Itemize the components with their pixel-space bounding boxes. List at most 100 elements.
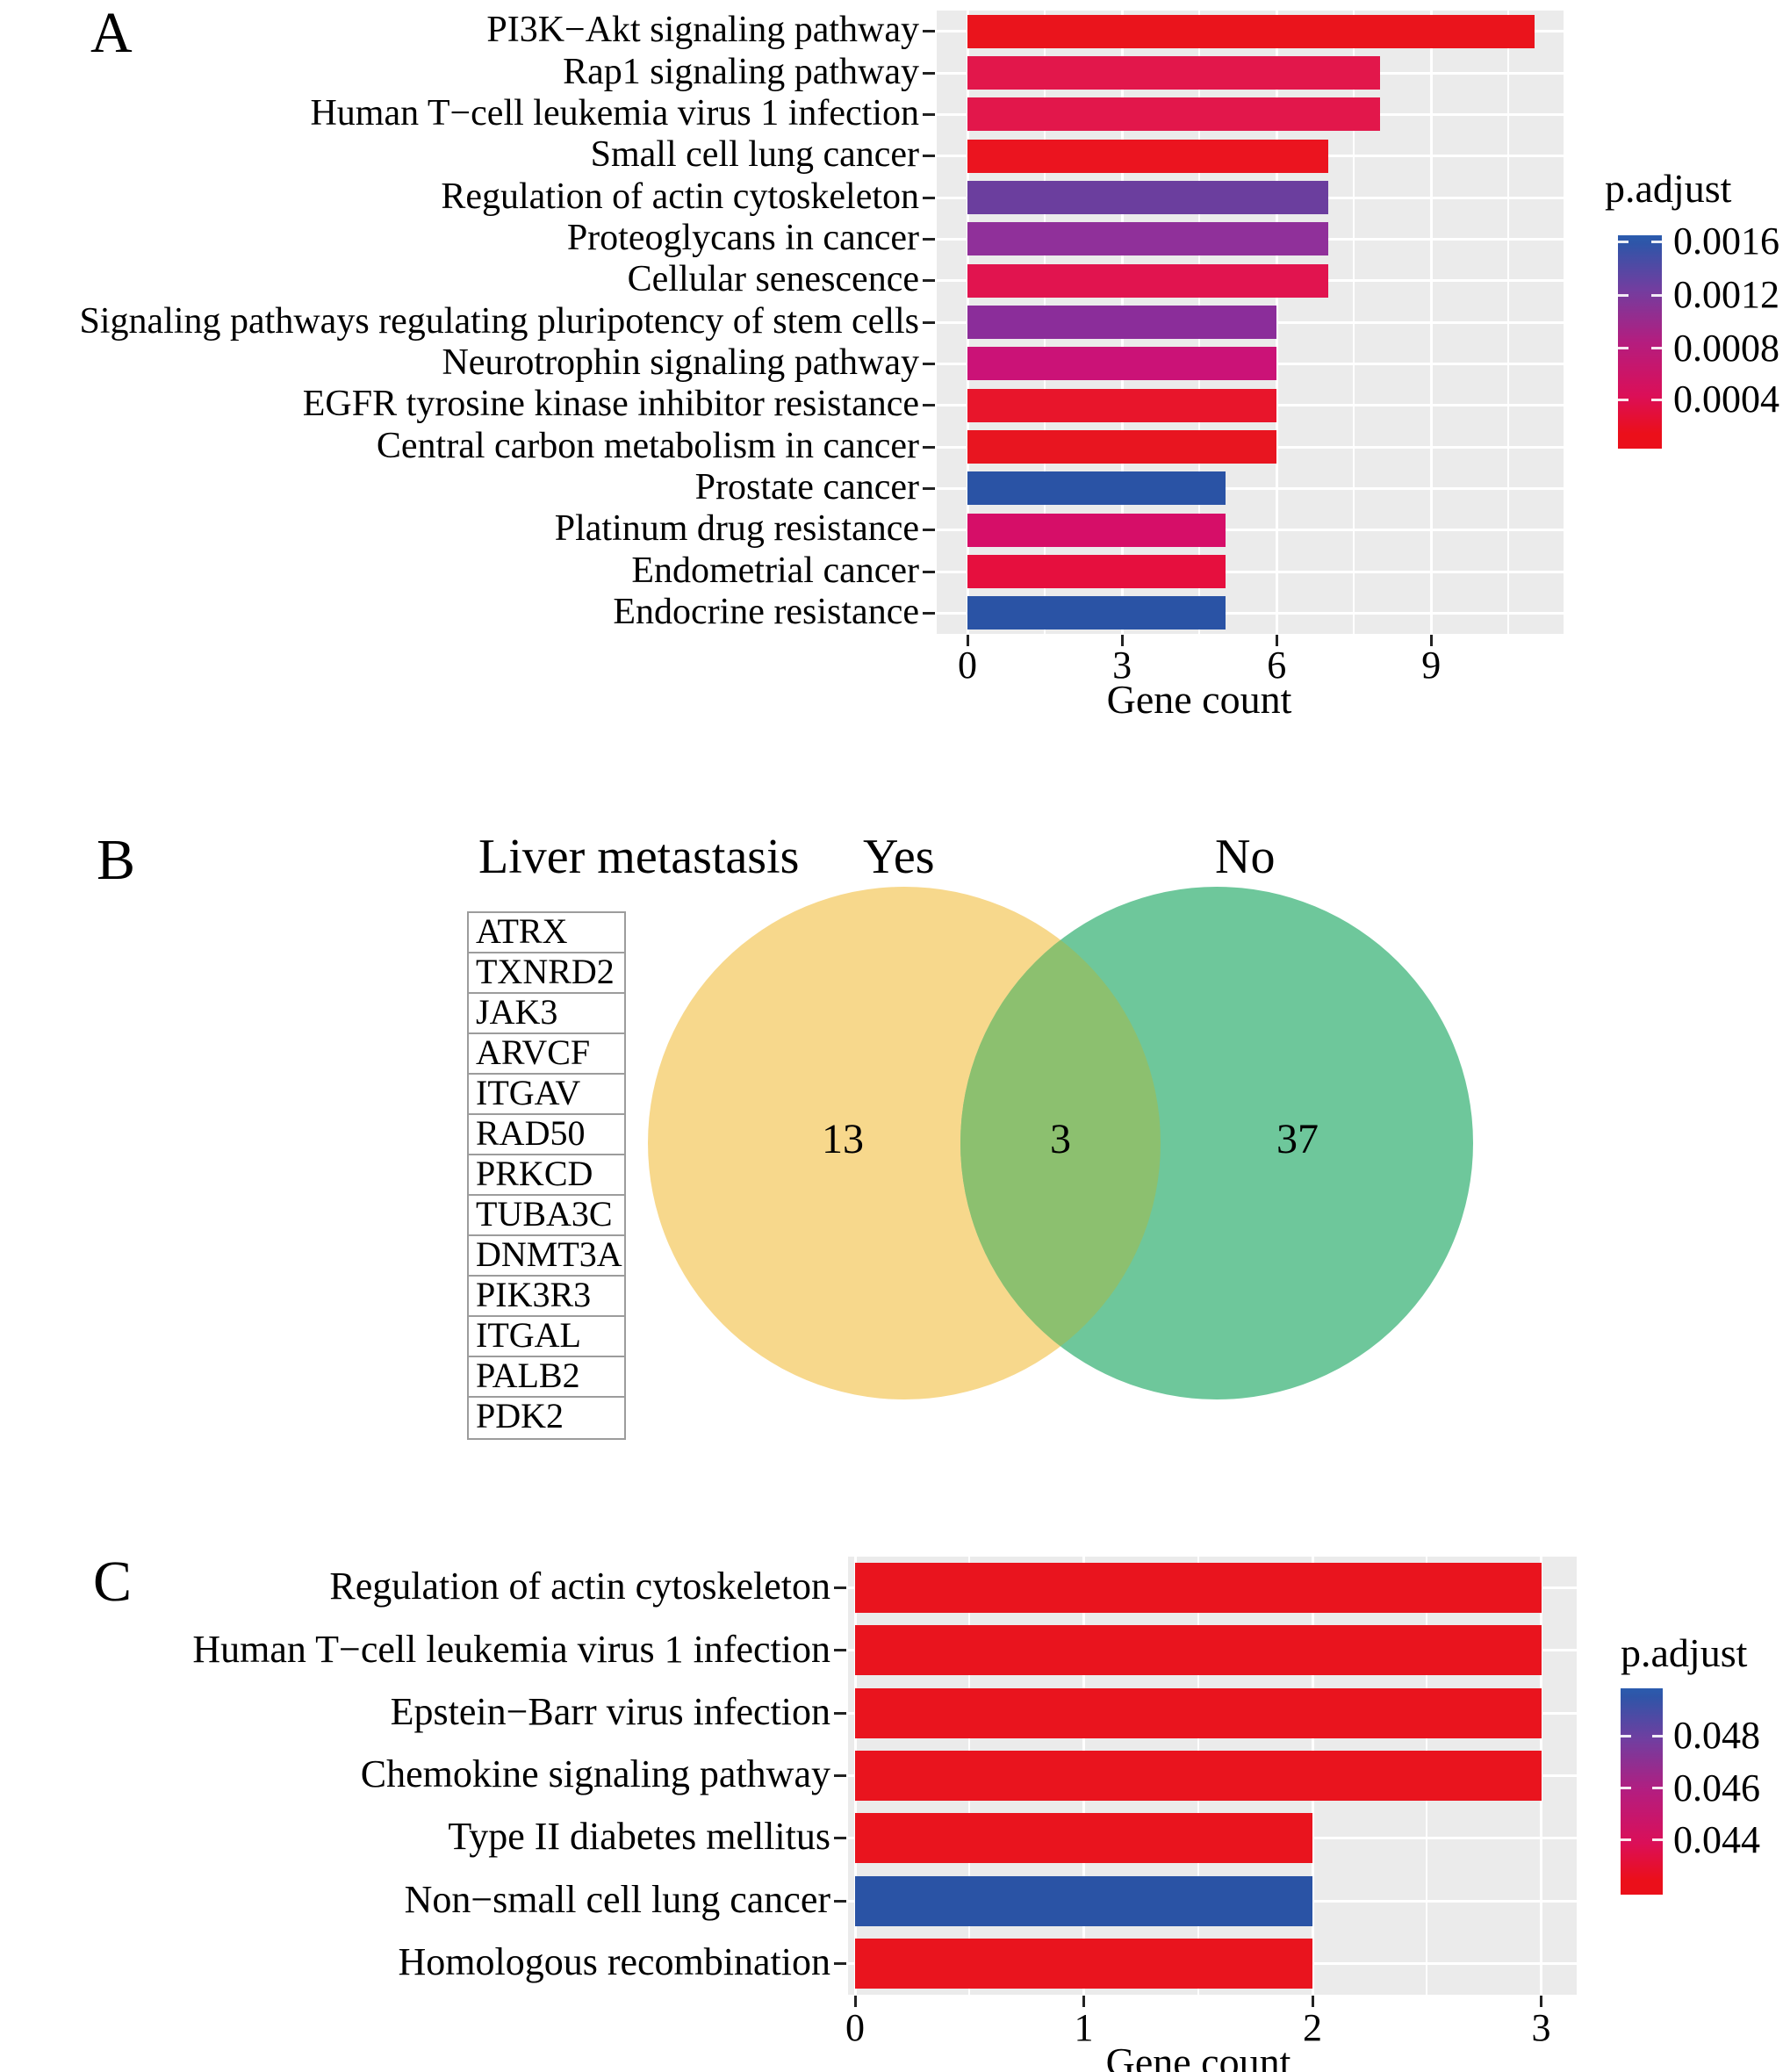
panel-a-x-axis-tick [966,635,969,646]
panel-a-legend-tick [1618,240,1628,243]
panel-c-y-axis-tick [834,1774,846,1777]
panel-a-category-label: Signaling pathways regulating pluripoten… [79,300,919,342]
gridline-major [937,570,1564,573]
panel-a-bar-5 [967,222,1328,256]
panel-a-category-label: Rap1 signaling pathway [563,51,919,92]
panel-c-y-axis-tick [834,1711,846,1715]
panel-a-x-tick-label: 0 [958,644,977,687]
panel-a-bar-4 [967,181,1328,214]
gene-list-item: ITGAV [469,1075,624,1115]
panel-a-y-axis-tick [923,196,935,199]
panel-a-y-axis-tick [923,404,935,407]
panel-a-legend-title: p.adjust [1605,166,1732,211]
panel-c-x-tick-label: 1 [1074,2006,1094,2049]
gene-list-item: ARVCF [469,1034,624,1075]
panel-a-legend-tick [1651,347,1662,350]
panel-c-legend-tick [1621,1734,1631,1737]
panel-a-x-tick-label: 3 [1112,644,1132,687]
panel-a-category-label: PI3K−Akt signaling pathway [486,10,919,51]
panel-b-letter: B [97,828,136,892]
gridline-major [937,486,1564,490]
panel-c-x-tick-label: 0 [845,2006,865,2049]
panel-a-legend-tick [1651,240,1662,243]
panel-c-y-axis-tick [834,1961,846,1965]
panel-a-category-label: Proteoglycans in cancer [566,218,919,259]
panel-a-bar-7 [967,306,1277,339]
venn-right-count: 37 [1276,1116,1319,1162]
panel-a-category-label: Small cell lung cancer [590,134,919,176]
gene-list-item: TXNRD2 [469,953,624,994]
panel-a-legend-tick [1618,347,1628,350]
panel-c-bar-6 [855,1938,1312,1989]
panel-c-bar-5 [855,1875,1312,1926]
venn-overlap-count: 3 [1050,1116,1071,1162]
gene-list-item: ATRX [469,913,624,953]
panel-a-y-axis-tick [923,486,935,490]
panel-a-x-axis-tick [1120,635,1124,646]
panel-a-category-label: Human T−cell leukemia virus 1 infection [310,93,919,134]
venn-overlap-region [960,887,1161,1399]
panel-a-bar-2 [967,97,1380,132]
panel-a-legend-tick-label: 0.0016 [1673,219,1779,263]
panel-a-category-label: Cellular senescence [627,259,919,300]
panel-a-category-label: Neurotrophin signaling pathway [442,342,919,384]
panel-a-y-axis-tick [923,320,935,324]
gene-list-item: PALB2 [469,1357,624,1398]
panel-c-x-axis-tick [1540,1996,1542,2007]
panel-a-x-axis-tick [1429,635,1433,646]
panel-a-legend-tick [1651,293,1662,297]
panel-a-bar-8 [967,347,1277,381]
panel-a-y-axis-tick [923,611,935,615]
panel-a-category-label: Endocrine resistance [613,592,919,633]
gridline-major [937,611,1564,615]
gene-list-item: TUBA3C [469,1196,624,1236]
panel-c-x-axis-tick [1082,1996,1085,2007]
panel-a-y-axis-tick [923,237,935,241]
panel-c-category-label: Human T−cell leukemia virus 1 infection [192,1627,830,1671]
panel-c-category-label: Non−small cell lung cancer [404,1877,830,1921]
panel-c-legend-tick [1621,1838,1631,1842]
panel-a-legend-tick-label: 0.0004 [1673,378,1779,421]
panel-c-y-axis-tick [834,1586,846,1590]
panel-c-letter: C [93,1550,133,1614]
panel-c-bar-1 [855,1625,1542,1676]
panel-c-x-tick-label: 2 [1303,2006,1322,2049]
gene-list-item: RAD50 [469,1115,624,1155]
panel-a-legend-gradient [1618,235,1662,449]
gridline-major [937,529,1564,532]
panel-c-x-tick-label: 3 [1531,2006,1551,2049]
panel-a-legend-tick [1618,293,1628,297]
gene-list-item: PRKCD [469,1155,624,1196]
panel-a-x-axis-tick [1275,635,1278,646]
panel-a-y-axis-tick [923,570,935,573]
panel-c-bar-3 [855,1751,1542,1801]
panel-c-y-axis-tick [834,1899,846,1903]
panel-a-y-axis-tick [923,155,935,158]
panel-c-legend-tick-label: 0.046 [1673,1766,1760,1809]
panel-a-xaxis-title: Gene count [1106,677,1292,722]
panel-c-legend-tick [1652,1787,1663,1790]
panel-c-legend-tick-label: 0.044 [1673,1817,1760,1861]
panel-a-y-axis-tick [923,71,935,75]
panel-c-legend-tick-label: 0.048 [1673,1714,1760,1758]
panel-c-y-axis-tick [834,1649,846,1652]
panel-a-plot-area [937,11,1564,634]
gene-list-item: JAK3 [469,994,624,1034]
panel-a-bar-9 [967,388,1277,422]
panel-a-y-axis-tick [923,445,935,449]
panel-a-bar-12 [967,513,1226,547]
panel-c-legend-title: p.adjust [1621,1630,1748,1675]
panel-c-y-axis-tick [834,1837,846,1840]
panel-a-category-label: Platinum drug resistance [554,508,919,550]
panel-c-category-label: Homologous recombination [398,1939,831,1983]
venn-left-set-label: Yes [863,830,935,884]
panel-a-x-tick-label: 6 [1267,644,1287,687]
venn-title: Liver metastasis [478,830,800,884]
panel-c-bar-2 [855,1687,1542,1738]
panel-c-plot-area [848,1557,1577,1995]
panel-a-legend-tick [1618,398,1628,401]
panel-a-bar-1 [967,56,1380,90]
panel-c-legend-tick [1621,1787,1631,1790]
panel-a-bar-3 [967,139,1328,173]
